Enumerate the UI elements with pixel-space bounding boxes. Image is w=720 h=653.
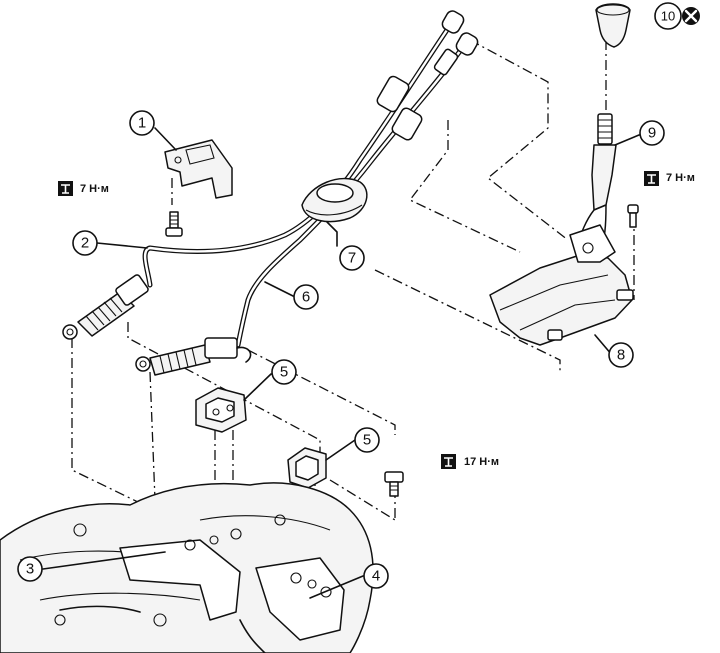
- retainer-clip-upper: [195, 387, 247, 433]
- torque-wrench-icon: [58, 181, 73, 196]
- callout-7: 7: [339, 245, 365, 271]
- callout-5-lower: 5: [354, 427, 380, 453]
- shift-cable: [235, 37, 471, 348]
- callout-8-label: 8: [617, 347, 625, 364]
- torque-spec-bracket: 7 Н·м: [58, 181, 109, 196]
- callout-10-label: 10: [661, 9, 675, 24]
- callout-4-label: 4: [372, 568, 380, 585]
- callout-1-label: 1: [138, 115, 146, 132]
- shift-knob: [595, 3, 631, 48]
- cable-end-fittings: [376, 10, 479, 141]
- cable-bracket: [164, 139, 233, 199]
- torque-value-3: 17 Н·м: [464, 456, 499, 468]
- callout-6-label: 6: [302, 289, 310, 306]
- transaxle-case: [0, 482, 374, 653]
- callout-2: 2: [72, 230, 98, 256]
- x-circle-icon: [682, 7, 700, 25]
- callout-6: 6: [293, 284, 319, 310]
- torque-value-2: 7 Н·м: [666, 172, 695, 184]
- shift-cable-boot: [135, 337, 252, 376]
- callout-8: 8: [608, 342, 634, 368]
- callout-5-upper-label: 5: [280, 364, 288, 381]
- callout-7-label: 7: [348, 250, 356, 267]
- bracket-bolt: [165, 211, 183, 237]
- torque-spec-transaxle: 17 Н·м: [441, 454, 499, 469]
- callout-2-label: 2: [81, 235, 89, 252]
- retainer-clip-lower: [287, 447, 327, 489]
- callout-3-label: 3: [26, 561, 34, 578]
- callout-5-lower-label: 5: [363, 432, 371, 449]
- callout-3: 3: [17, 556, 43, 582]
- housing-bolt: [627, 204, 639, 228]
- callout-9-label: 9: [648, 125, 656, 142]
- callout-4: 4: [363, 563, 389, 589]
- grommet: [301, 177, 368, 223]
- callout-10: 10: [654, 2, 682, 30]
- callout-1: 1: [129, 110, 155, 136]
- select-cable-boot: [62, 274, 149, 340]
- callout-9: 9: [639, 120, 665, 146]
- transaxle-bolt: [384, 471, 404, 497]
- torque-value-1: 7 Н·м: [80, 183, 109, 195]
- torque-wrench-icon: [441, 454, 456, 469]
- torque-wrench-icon: [644, 171, 659, 186]
- torque-spec-housing: 7 Н·м: [644, 171, 695, 186]
- callout-5-upper: 5: [271, 359, 297, 385]
- lever-housing: [489, 224, 634, 346]
